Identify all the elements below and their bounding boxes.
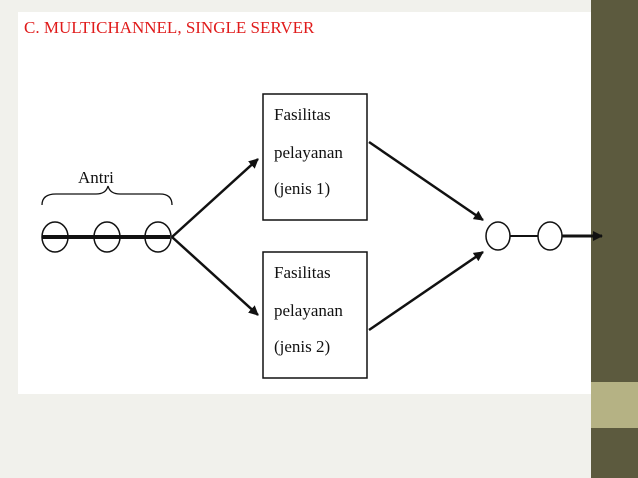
sidebar-decoration-top (591, 0, 638, 382)
arrow-from-facility-2 (368, 250, 484, 332)
facility-2-line1: Fasilitas (274, 263, 331, 282)
facility-2-line2: pelayanan (274, 301, 343, 320)
arrow-from-facility-1 (368, 140, 484, 222)
queue-customer-3 (144, 221, 172, 253)
exit-customer-1 (485, 221, 511, 251)
queue-customer-1 (41, 221, 69, 253)
arrow-to-facility-2 (171, 236, 259, 316)
facility-2-box (262, 251, 368, 379)
sidebar-decoration-middle (591, 382, 638, 428)
arrow-to-facility-1 (171, 158, 259, 238)
queue-customer-2 (93, 221, 121, 253)
exit-customer-2 (537, 221, 563, 251)
facility-1-line1: Fasilitas (274, 105, 331, 124)
slide-title: C. MULTICHANNEL, SINGLE SERVER (24, 18, 315, 37)
queue-brace (41, 185, 173, 206)
facility-2-line3: (jenis 2) (274, 337, 330, 356)
facility-1-line3: (jenis 1) (274, 179, 330, 198)
facility-1-line2: pelayanan (274, 143, 343, 162)
sidebar-decoration-bottom (591, 428, 638, 478)
queue-label: Antri (78, 168, 114, 187)
facility-1-box (262, 93, 368, 221)
